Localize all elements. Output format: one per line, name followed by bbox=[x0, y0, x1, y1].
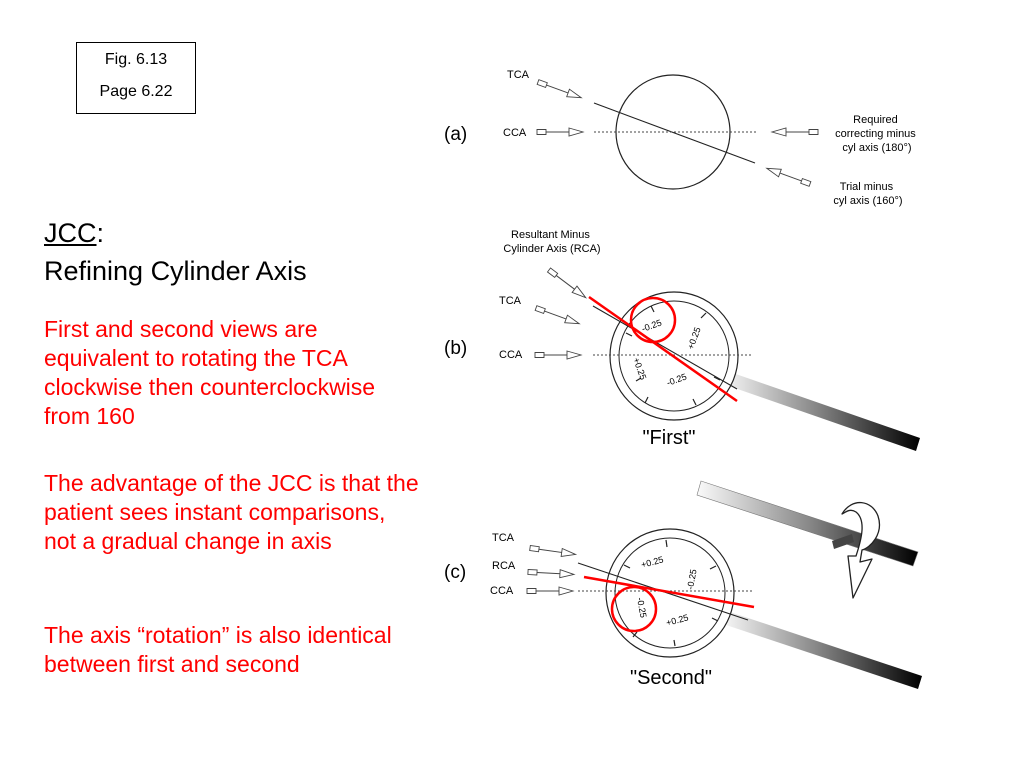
panel-c-jcc-handle bbox=[726, 612, 922, 689]
panel-c-rca-red-line bbox=[583, 575, 755, 609]
panel-a-label: (a) bbox=[444, 124, 467, 145]
panel-b-cca-arrow bbox=[534, 350, 582, 360]
figure-reference-box: Fig. 6.13 Page 6.22 bbox=[76, 42, 196, 114]
rotation-graphic bbox=[696, 480, 919, 599]
panel-c-caption: "Second" bbox=[630, 667, 712, 689]
heading-term: JCC bbox=[44, 218, 97, 248]
panel-c-label: (c) bbox=[444, 562, 466, 583]
panel-b-red-highlight-circle bbox=[629, 296, 677, 344]
panel-a-tca-label: TCA bbox=[507, 69, 530, 81]
figure-number: Fig. 6.13 bbox=[104, 51, 168, 68]
panel-c-red-highlight-circle bbox=[610, 585, 658, 633]
paragraph-first-second-views: First and second views are equivalent to… bbox=[44, 316, 376, 429]
panel-c: (c) TCA RCA CCA +0.25 -0.25 -0.25 +0.25 … bbox=[444, 528, 922, 689]
heading-colon: : bbox=[96, 218, 105, 248]
panel-c-mark-2: -0.25 bbox=[685, 568, 698, 590]
panel-b-caption: "First" bbox=[642, 427, 695, 449]
panel-b-rca-arrow bbox=[546, 266, 589, 302]
panel-c-mark-3: -0.25 bbox=[635, 597, 648, 619]
panel-a-cca-arrow bbox=[536, 127, 584, 137]
panel-c-rca-arrow bbox=[527, 567, 575, 579]
panel-b-tca-line bbox=[592, 305, 738, 390]
panel-b: (b) Resultant Minus Cylinder Axis (RCA) … bbox=[444, 229, 920, 451]
panel-b-lens-ticks bbox=[625, 305, 721, 406]
panel-a-required-arrow bbox=[771, 127, 819, 137]
panel-b-jcc-handle bbox=[726, 372, 920, 451]
panel-c-tca-label: TCA bbox=[492, 532, 515, 544]
heading-subtitle: Refining Cylinder Axis bbox=[44, 256, 307, 286]
panel-b-lens-inner bbox=[618, 300, 730, 412]
page-reference: Page 6.22 bbox=[99, 83, 173, 100]
panel-a-required-text: Required correcting minus cyl axis (180°… bbox=[835, 114, 919, 154]
panel-c-cca-label: CCA bbox=[490, 585, 514, 597]
panel-a-tca-arrow bbox=[536, 77, 584, 102]
paragraph-jcc-advantage: The advantage of the JCC is that the pat… bbox=[44, 470, 419, 554]
paragraph-axis-rotation: The axis “rotation” is also identical be… bbox=[44, 622, 392, 677]
panel-b-rca-title: Resultant Minus Cylinder Axis (RCA) bbox=[503, 229, 600, 255]
panel-c-cca-arrow bbox=[526, 586, 574, 596]
panel-b-label: (b) bbox=[444, 338, 467, 359]
panel-a-cca-label: CCA bbox=[503, 127, 527, 139]
panel-b-tca-label: TCA bbox=[499, 295, 522, 307]
panel-a-tca-line bbox=[593, 102, 756, 164]
panel-c-lens-inner bbox=[614, 537, 726, 649]
panel-a: (a) TCA CCA Required correcting minus cy… bbox=[444, 69, 919, 207]
panel-b-cca-label: CCA bbox=[499, 349, 523, 361]
panel-a-trial-arrow bbox=[764, 164, 812, 189]
panel-a-trial-text: Trial minus cyl axis (160°) bbox=[833, 181, 902, 207]
panel-c-lens-ticks bbox=[623, 539, 719, 647]
panel-b-tca-arrow bbox=[534, 303, 582, 328]
rotation-arrow-icon bbox=[841, 501, 881, 599]
slide-heading: JCC: Refining Cylinder Axis bbox=[44, 214, 424, 290]
panel-b-rca-red-line bbox=[588, 295, 738, 403]
rotation-handle-band bbox=[832, 534, 854, 549]
rotation-handle bbox=[696, 480, 919, 567]
panel-c-tca-arrow bbox=[528, 543, 577, 559]
panel-c-rca-label: RCA bbox=[492, 560, 516, 572]
